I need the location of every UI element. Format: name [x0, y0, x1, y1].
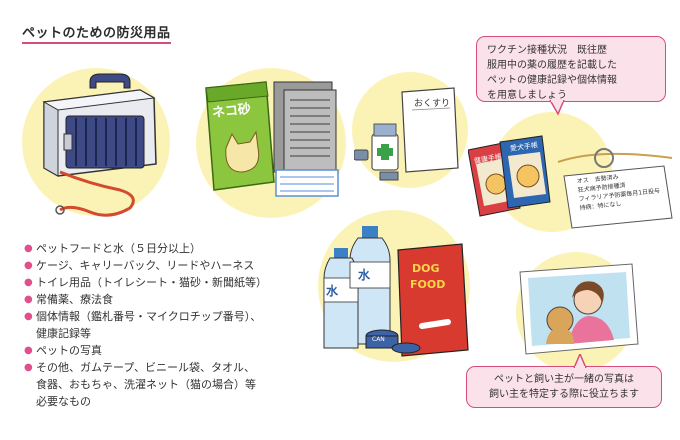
- bubble-tail: [549, 100, 565, 116]
- water-label-1: 水: [326, 284, 339, 298]
- dog-food-label-1: DOG: [412, 262, 440, 275]
- bubble-line: ワクチン接種状況 既往歴: [487, 45, 607, 56]
- list-item: ●個体情報（鑑札番号・マイクロチップ番号）、: [24, 310, 262, 323]
- list-item: ●トイレ用品（トイレシート・猫砂・新聞紙等）: [24, 276, 267, 289]
- dog-food-label-2: FOOD: [410, 278, 446, 291]
- bullet-icon: ●: [24, 311, 33, 322]
- list-item: ●その他、ガムテープ、ビニール袋、タオル、: [24, 361, 256, 374]
- owner-pet-photo-illustration: [519, 263, 639, 355]
- page-title: ペットのための防災用品: [22, 22, 171, 44]
- bullet-icon: ●: [24, 345, 33, 356]
- medicine-label: おくすり: [414, 99, 451, 109]
- bubble-line: 飼い主を特定する際に役立ちます: [489, 389, 639, 400]
- water-label-2: 水: [358, 268, 371, 282]
- list-item-continuation: 必要なもの: [36, 395, 91, 408]
- bubble-line: 服用中の薬の履歴を記載した: [487, 60, 617, 71]
- bubble-line: を用意しましょう: [487, 90, 567, 101]
- food-water-illustration: [323, 226, 469, 357]
- records-speech-bubble: ワクチン接種状況 既往歴 服用中の薬の履歴を記載した ペットの健康記録や個体情報…: [476, 36, 666, 102]
- cat-litter-label: ネコ砂: [211, 102, 252, 121]
- list-item: ●ペットの写真: [24, 344, 102, 357]
- pet-carrier-illustration: [42, 73, 157, 217]
- bullet-icon: ●: [24, 260, 33, 271]
- list-item-continuation: 食器、おもちゃ、洗濯ネット（猫の場合）等: [36, 378, 256, 391]
- bullet-icon: ●: [24, 294, 33, 305]
- bubble-line: ペットと飼い主が一緒の写真は: [494, 374, 634, 385]
- bubble-line: ペットの健康記録や個体情報: [487, 75, 617, 86]
- list-item: ●ペットフードと水（５日分以上）: [24, 242, 201, 255]
- photo-speech-bubble: ペットと飼い主が一緒の写真は 飼い主を特定する際に役立ちます: [466, 366, 662, 408]
- records-illustration: [468, 135, 673, 229]
- list-item: ●ケージ、キャリーバック、リードやハーネス: [24, 259, 255, 272]
- medicine-illustration: [354, 87, 459, 181]
- bullet-icon: ●: [24, 243, 33, 254]
- bubble-tail: [573, 354, 587, 368]
- bullet-icon: ●: [24, 362, 33, 373]
- bullet-icon: ●: [24, 277, 33, 288]
- list-item-continuation: 健康記録等: [36, 327, 91, 340]
- supply-list: ●ペットフードと水（５日分以上） ●ケージ、キャリーバック、リードやハーネス ●…: [24, 240, 324, 410]
- list-item: ●常備薬、療法食: [24, 293, 113, 306]
- toilet-supplies-illustration: [205, 81, 339, 197]
- can-label: CAN: [372, 336, 385, 343]
